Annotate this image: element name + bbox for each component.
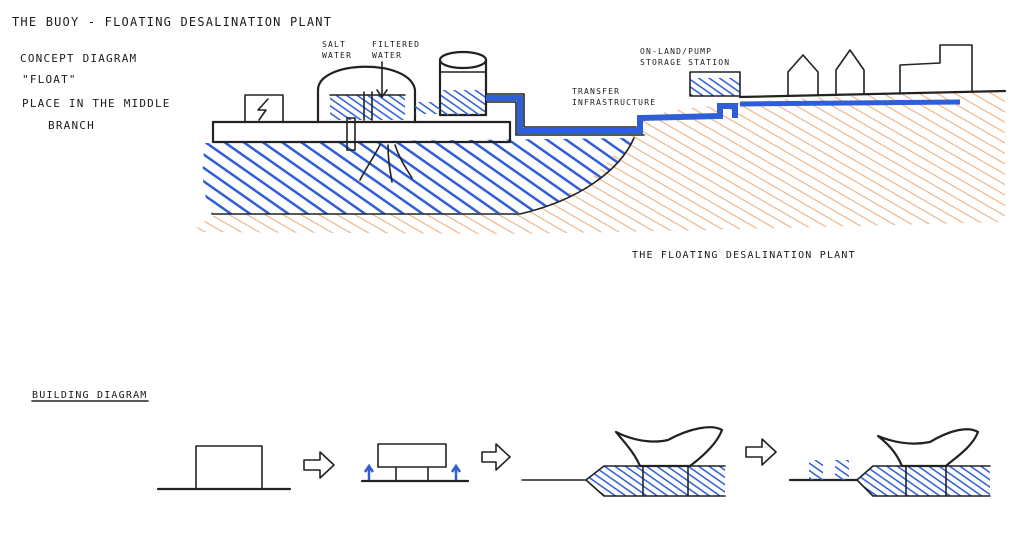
label-transfer: Transfer (572, 87, 620, 96)
connector-pipe (415, 102, 440, 114)
float-up-arrow-right-icon (450, 463, 462, 480)
note-branch: branch (48, 119, 95, 132)
label-storage: storage station (640, 58, 730, 67)
label-filtered: Filtered (372, 40, 420, 49)
sheet-title: The Buoy - Floating Desalination Plant (12, 15, 332, 29)
water-bed-line (211, 137, 635, 215)
arrow-right-icon (303, 451, 335, 479)
house-2 (835, 49, 865, 96)
float-up-arrow-left-icon (363, 463, 375, 480)
label-onland: On-land/Pump (640, 47, 712, 56)
arrow-right-icon (745, 438, 777, 466)
label-salt-water: water (322, 51, 352, 60)
step4-tank-left (809, 460, 823, 480)
label-filtered-water: water (372, 51, 402, 60)
arrow-down-icon (376, 89, 388, 98)
filtration-dome (316, 65, 417, 124)
note-concept-diagram: Concept Diagram (20, 52, 137, 65)
floating-platform (211, 120, 512, 144)
storage-tank-water (441, 90, 485, 115)
step2-box (377, 443, 447, 468)
distribution-pipe (739, 99, 961, 107)
pump-station (690, 78, 740, 96)
transfer-pipe-outline (485, 93, 645, 136)
step4-roof (876, 428, 980, 468)
step4-water (857, 466, 990, 496)
step3-water (586, 466, 725, 496)
power-box (244, 94, 284, 123)
intake-pipe (346, 117, 356, 151)
transfer-pipe (486, 95, 738, 134)
ground-line (738, 89, 1007, 99)
note-place: Place in the middle (22, 97, 171, 110)
label-salt: Salt (322, 40, 346, 49)
label-infrastructure: infrastructure (572, 98, 656, 107)
caption: The Floating Desalination Plant (632, 250, 856, 261)
building-diagram-label: Building Diagram (32, 390, 148, 401)
storage-tank-top (438, 50, 488, 70)
building-3 (899, 44, 973, 95)
note-float: "Float" (22, 73, 77, 86)
salt-water-tank (330, 95, 405, 120)
lightning-icon (257, 98, 269, 121)
step4-tank-right (835, 460, 849, 480)
water-body (202, 138, 634, 214)
pump-station-outline (689, 71, 741, 97)
step3-roof (614, 426, 724, 468)
land-section (196, 90, 1006, 234)
arrow-right-icon (481, 443, 511, 471)
intake-lines (359, 144, 413, 183)
house-1 (787, 54, 819, 97)
step1-box (195, 445, 263, 490)
step4-hull (856, 465, 991, 497)
